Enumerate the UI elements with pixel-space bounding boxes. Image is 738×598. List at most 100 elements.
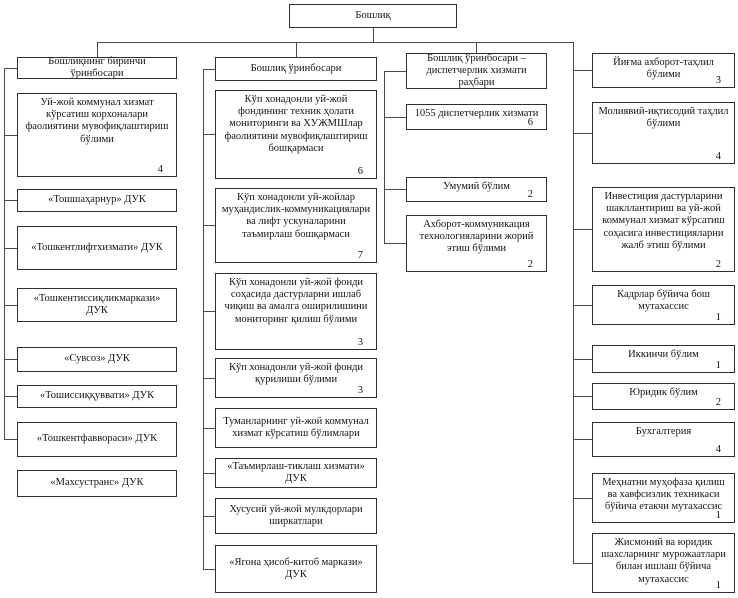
- org-box-label: Умумий бўлим: [443, 181, 510, 192]
- org-box: «Таъмирлаш-тиклаш хизмати» ДУК: [215, 458, 377, 488]
- org-box: «Тошкентлифтхизмати» ДУК: [17, 226, 177, 270]
- connector-line: [203, 69, 215, 70]
- org-box-label: «Тошкентиссиқликмаркази» ДУК: [33, 292, 161, 316]
- org-box-count: 1: [715, 359, 721, 371]
- connector-line: [4, 200, 17, 201]
- connector-line: [203, 569, 215, 570]
- org-box: «Тошиссиққуввати» ДУК: [17, 385, 177, 408]
- connector-line: [573, 498, 592, 499]
- org-box: 1055 диспетчерлик хизмати 6: [406, 104, 547, 130]
- org-box-count: 2: [715, 258, 721, 270]
- org-box-count: 7: [357, 249, 363, 261]
- connector-line: [203, 428, 215, 429]
- org-box-count: 4: [715, 150, 721, 162]
- org-box-count: 1: [715, 579, 721, 591]
- org-box: Йиғма ахборот-таҳлил бўлими 3: [592, 53, 735, 88]
- connector-line: [573, 133, 592, 134]
- connector-line: [573, 439, 592, 440]
- connector-line: [384, 71, 385, 243]
- connector-line: [203, 378, 215, 379]
- column-3-header: Бошлиқ ўринбосари – диспетчерлик хизмати…: [406, 53, 547, 89]
- org-box-label: 1055 диспетчерлик хизмати: [414, 108, 539, 119]
- org-box-label: Йиғма ахборот-таҳлил бўлими: [613, 57, 714, 81]
- connector-line: [97, 42, 574, 43]
- connector-line: [384, 189, 406, 190]
- org-box-label: Инвестиция дастурларини шакллантириш ва …: [602, 191, 725, 251]
- connector-line: [203, 516, 215, 517]
- connector-line: [573, 42, 574, 563]
- org-box-label: Кўп хонадонли уй-жой фондининг техник ҳо…: [224, 94, 368, 154]
- org-box: Кадрлар бўйича бош мутахассис 1: [592, 285, 735, 325]
- org-box-label: «Тошкентлифтхизмати» ДУК: [31, 241, 163, 253]
- connector-line: [573, 563, 592, 564]
- connector-line: [573, 70, 592, 71]
- org-box-label: Кўп хонадонли уй-жой фонди қурилиши бўли…: [228, 362, 364, 386]
- org-box: «Тошкентфаввораси» ДУК: [17, 422, 177, 457]
- org-box: «Тошшаҳарнур» ДУК: [17, 189, 177, 212]
- org-box: Ахборот-коммуникация технологияларини жо…: [406, 215, 547, 272]
- org-box-label: «Ягона ҳисоб-китоб маркази» ДУК: [229, 556, 363, 580]
- org-box-label: «Махсустранс» ДУК: [50, 477, 144, 489]
- column-1-header: Бошлиқнинг биринчи ўринбосари: [17, 55, 177, 79]
- org-box: «Ягона ҳисоб-китоб маркази» ДУК: [215, 545, 377, 593]
- org-box-label: «Таъмирлаш-тиклаш хизмати» ДУК: [227, 460, 365, 484]
- org-box-label: «Тошкентфаввораси» ДУК: [36, 433, 158, 445]
- org-box: Кўп хонадонли уй-жой фондининг техник ҳо…: [215, 90, 377, 179]
- connector-line: [4, 68, 17, 69]
- connector-line: [203, 225, 215, 226]
- org-box: Хусусий уй-жой мулкдорлари ширкатлари: [215, 498, 377, 534]
- org-box-label: Меҳнатни муҳофаза қилиш ва хавфсизлик те…: [602, 477, 725, 513]
- org-box-label: Туманларнинг уй-жой коммунал хизмат кўрс…: [223, 415, 369, 439]
- org-box: Иккинчи бўлим 1: [592, 345, 735, 373]
- org-box: Кўп хонадонли уй-жой фонди қурилиши бўли…: [215, 358, 377, 398]
- org-box: Уй-жой коммунал хизмат кўрсатиш корхонал…: [17, 93, 177, 177]
- connector-line: [203, 69, 204, 569]
- connector-line: [573, 229, 592, 230]
- connector-line: [4, 135, 17, 136]
- org-box-count: 4: [157, 163, 163, 175]
- org-box-label: Кўп хонадонли уй-жой фонди соҳасида даст…: [224, 277, 368, 325]
- connector-line: [4, 396, 17, 397]
- connector-line: [4, 248, 17, 249]
- connector-line: [476, 42, 477, 53]
- org-box-count: 6: [357, 165, 363, 177]
- connector-line: [384, 71, 406, 72]
- org-box-count: 1: [715, 509, 721, 521]
- org-box: Меҳнатни муҳофаза қилиш ва хавфсизлик те…: [592, 473, 735, 523]
- org-box-label: Уй-жой коммунал хизмат кўрсатиш корхонал…: [25, 97, 169, 145]
- org-box-count: 3: [357, 336, 363, 348]
- root-box: Бошлиқ: [289, 4, 457, 28]
- connector-line: [203, 473, 215, 474]
- org-box-label: «Тошшаҳарнур» ДУК: [48, 194, 146, 206]
- connector-line: [4, 305, 17, 306]
- org-box: Туманларнинг уй-жой коммунал хизмат кўрс…: [215, 408, 377, 448]
- org-box: Юридик бўлим 2: [592, 383, 735, 410]
- org-box-label: Бошлиқ ўринбосари: [250, 62, 342, 74]
- org-box-label: Хусусий уй-жой мулкдорлари ширкатлари: [229, 503, 363, 527]
- connector-line: [573, 396, 592, 397]
- org-box-label: Иккинчи бўлим: [628, 349, 699, 360]
- org-box-count: 6: [527, 116, 533, 128]
- connector-line: [203, 311, 215, 312]
- org-box-label: Бошлиқнинг биринчи ўринбосари: [48, 55, 146, 79]
- org-box-count: 3: [357, 384, 363, 396]
- org-box: Кўп хонадонли уй-жойлар муҳандислик-комм…: [215, 188, 377, 263]
- connector-line: [573, 359, 592, 360]
- org-box-label: «Сувсоз» ДУК: [64, 353, 130, 365]
- org-box-label: Кўп хонадонли уй-жойлар муҳандислик-комм…: [221, 192, 371, 240]
- connector-line: [384, 243, 406, 244]
- org-box: «Тошкентиссиқликмаркази» ДУК: [17, 288, 177, 322]
- org-box-label: «Тошиссиққуввати» ДУК: [39, 390, 155, 402]
- connector-line: [296, 42, 297, 57]
- org-box-label: Кадрлар бўйича бош мутахассис: [617, 289, 710, 313]
- root-box-label: Бошлиқ: [355, 9, 391, 21]
- org-box-count: 2: [527, 188, 533, 200]
- connector-line: [4, 359, 17, 360]
- connector-line: [97, 42, 98, 57]
- org-box-label: Бошлиқ ўринбосари – диспетчерлик хизмати…: [426, 52, 527, 89]
- connector-line: [573, 305, 592, 306]
- org-box: «Махсустранс» ДУК: [17, 470, 177, 497]
- org-box-count: 2: [527, 258, 533, 270]
- org-box-label: Бухгалтерия: [635, 426, 692, 437]
